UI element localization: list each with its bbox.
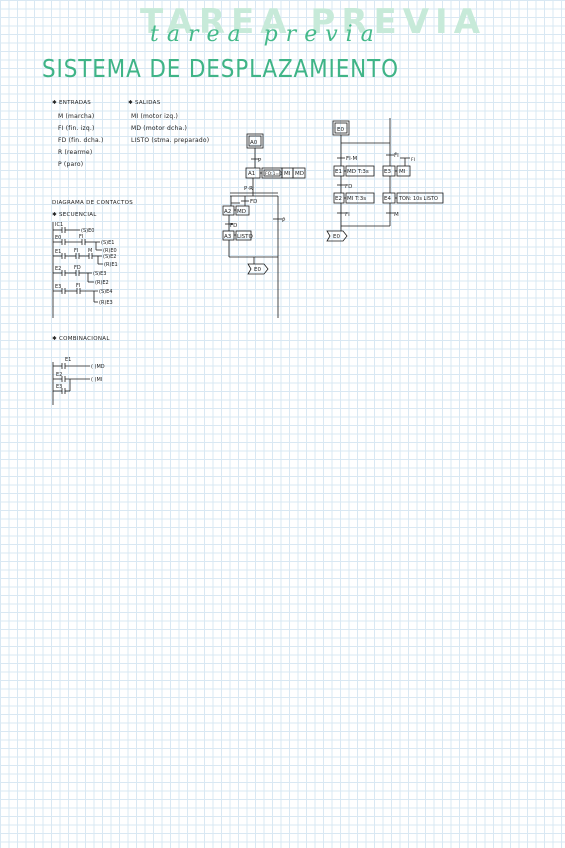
step-label: E1 — [335, 169, 342, 175]
input-item: P (paro) — [58, 161, 84, 168]
ladder-contact-label: E3 — [55, 284, 61, 290]
ladder-contact-label: FI — [79, 234, 83, 240]
step-label: E4 — [384, 196, 391, 202]
ladder-coil-label: (S)E3 — [93, 271, 106, 277]
transition-label: F̄I — [394, 152, 399, 159]
transition-label: M — [394, 212, 399, 218]
transition-label: P̄ — [282, 217, 286, 224]
input-item: M (marcha) — [58, 113, 95, 120]
ladder-coil-label: (R)E3 — [99, 300, 113, 306]
action-label: MD — [295, 171, 304, 177]
sequential-heading: ✱ SECUENCIAL — [52, 212, 97, 218]
action-label: FO:1=0 — [265, 171, 282, 177]
transition-label: FI·M — [346, 156, 358, 162]
transition-label: FD — [250, 199, 257, 205]
ladder-coil-label: (R)E0 — [103, 248, 117, 254]
goto-label: E0 — [254, 267, 261, 273]
ladder-coil-label: ( )MI — [91, 377, 102, 383]
ladder-contact-label: FI — [74, 248, 78, 254]
page-title: SISTEMA DE DESPLAZAMIENTO — [42, 54, 399, 83]
step-label: A0 — [250, 140, 258, 146]
transition-label: FD — [230, 223, 237, 229]
action-label: TON: 10s LISTO — [398, 196, 438, 202]
input-item: R (rearme) — [58, 149, 93, 156]
action-label: MI T:3s — [347, 196, 366, 202]
output-item: MI (motor izq.) — [131, 113, 178, 120]
step-label: A1 — [248, 171, 255, 177]
ladder-contact-label: FI — [76, 283, 80, 289]
outputs-heading: ✱ SALIDAS — [128, 100, 161, 106]
ladder-contact-label: E1 — [65, 357, 71, 363]
step-label: E3 — [384, 169, 391, 175]
contacts-heading: DIAGRAMA DE CONTACTOS — [52, 200, 134, 206]
banner-script: tarea previa — [150, 22, 382, 47]
output-item: LISTO (stma. preparado) — [131, 137, 210, 144]
ladder-contact-label: E2 — [55, 266, 61, 272]
goto-label: E0 — [333, 234, 340, 240]
ladder-contact-label: IC1 — [55, 222, 63, 228]
transition-label: FI — [411, 157, 415, 163]
ladder-contact-label: FD — [74, 265, 81, 271]
input-item: FI (fin. izq.) — [58, 125, 95, 132]
transition-label: FI — [345, 212, 350, 218]
output-item: MD (motor dcha.) — [131, 125, 187, 132]
input-item: FD (fin. dcha.) — [58, 137, 104, 144]
action-label: MD T:3s — [347, 169, 369, 175]
step-label: E2 — [335, 196, 342, 202]
ladder-coil-label: (S)E4 — [99, 289, 112, 295]
action-label: MI — [284, 171, 291, 177]
transition-label: FD — [345, 184, 352, 190]
ladder-coil-label: (R)E1 — [104, 262, 118, 268]
ladder-coil-label: (S)E0 — [81, 228, 94, 234]
inputs-heading: ✱ ENTRADAS — [52, 100, 92, 106]
ladder-coil-label: (R)E2 — [95, 280, 109, 286]
ladder-contact-label: E0 — [55, 235, 61, 241]
transition-label: P — [258, 158, 262, 164]
ladder-coil-label: ( )MD — [91, 364, 105, 370]
action-label: LISTO — [237, 234, 254, 240]
step-label: A2 — [224, 209, 231, 215]
ladder-coil-label: (S)E2 — [103, 254, 116, 260]
action-label: MI — [399, 169, 406, 175]
ladder-coil-label: (S)E1 — [101, 240, 114, 246]
step-label: E0 — [337, 127, 344, 133]
ladder-contact-label: M — [88, 248, 92, 254]
ladder-contact-label: E2 — [56, 372, 62, 378]
banner-title: TAREA PREVIA — [140, 2, 487, 42]
combinational-heading: ✱ COMBINACIONAL — [52, 336, 110, 342]
transition-label: P·R — [244, 186, 253, 192]
action-label: MD — [237, 209, 246, 215]
ladder-contact-label: E1 — [55, 249, 61, 255]
step-label: A3 — [224, 234, 232, 240]
ladder-contact-label: E3 — [56, 384, 62, 390]
